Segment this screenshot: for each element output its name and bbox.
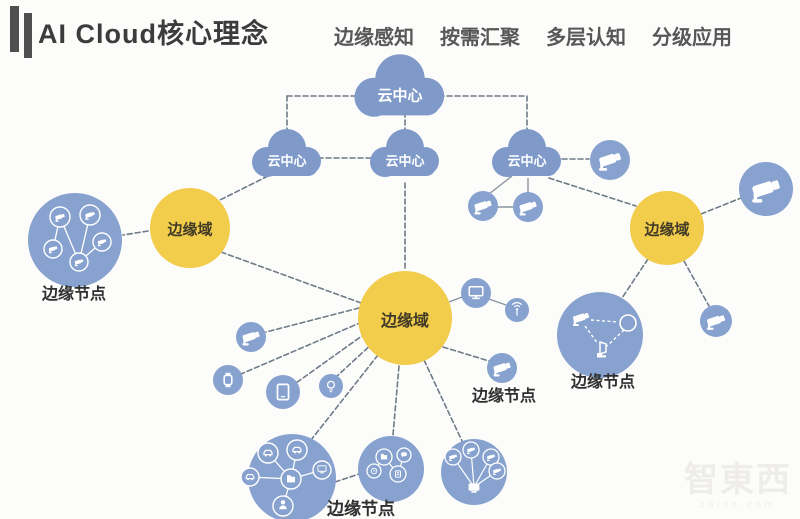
keyword-list: 边缘感知 按需汇聚 多层认知 分级应用 xyxy=(334,21,732,50)
camera-node-right-of-cloud xyxy=(590,140,630,180)
page-title: AI Cloud核心理念 xyxy=(38,19,269,49)
camera-node-mid-left xyxy=(236,322,266,352)
watermark-domain: zhidx.com xyxy=(699,499,777,509)
edge-node-label-camera: 边缘节点 xyxy=(471,388,537,405)
edge-domain-left-circle xyxy=(150,188,230,268)
cloud-mid-label: 云中心 xyxy=(385,153,425,169)
camera-node-mid-right-small xyxy=(700,305,732,337)
monitor-node xyxy=(461,278,491,308)
keyword-multilayer: 多层认知 xyxy=(546,27,626,49)
edge-domain-mid-label: 边缘域 xyxy=(380,313,430,330)
edge-node-label-right: 边缘节点 xyxy=(570,374,636,391)
camera-node-top-right xyxy=(739,162,793,216)
keyword-edge-sensing: 边缘感知 xyxy=(334,27,414,49)
edge-node-cluster-cameras-left xyxy=(28,193,122,287)
edge-node-station-right xyxy=(557,292,643,378)
tablet-node xyxy=(266,375,300,409)
keyword-tiered-application: 分级应用 xyxy=(652,27,732,49)
cloud-left-label: 云中心 xyxy=(267,153,307,169)
camera-node-under-cloud-1 xyxy=(468,191,498,221)
accent-bar-left xyxy=(10,6,19,52)
keyword-on-demand: 按需汇聚 xyxy=(440,27,520,49)
smartwatch-node xyxy=(213,365,243,395)
watermark-brand: 智東西 xyxy=(684,461,792,499)
edge-domain-left-label: 边缘域 xyxy=(167,221,213,239)
edge-domain-right-label: 边缘域 xyxy=(644,221,690,239)
edge-node-label-left: 边缘节点 xyxy=(41,286,107,303)
edge-node-cluster-services xyxy=(358,436,424,502)
antenna-node xyxy=(505,298,529,322)
cloud-top-label: 云中心 xyxy=(377,87,423,105)
camera-node-under-cloud-2 xyxy=(513,192,543,222)
dashed-connector-lines xyxy=(122,95,742,483)
camera-node-labeled xyxy=(487,353,517,383)
edge-domain-mid-circle xyxy=(358,271,452,365)
cloud-right-label: 云中心 xyxy=(507,153,547,169)
edge-node-cluster-cameras-bottom xyxy=(441,439,507,505)
edge-domain-right-circle xyxy=(630,191,704,265)
watermark: 智東西 zhidx.com xyxy=(684,463,792,509)
accent-bar-right xyxy=(24,13,32,58)
solid-connector-lines xyxy=(448,175,529,306)
edge-node-cluster-vehicles xyxy=(240,434,336,519)
edge-node-label-bottom: 边缘节点 xyxy=(327,499,395,519)
iot-device-node xyxy=(319,374,343,398)
